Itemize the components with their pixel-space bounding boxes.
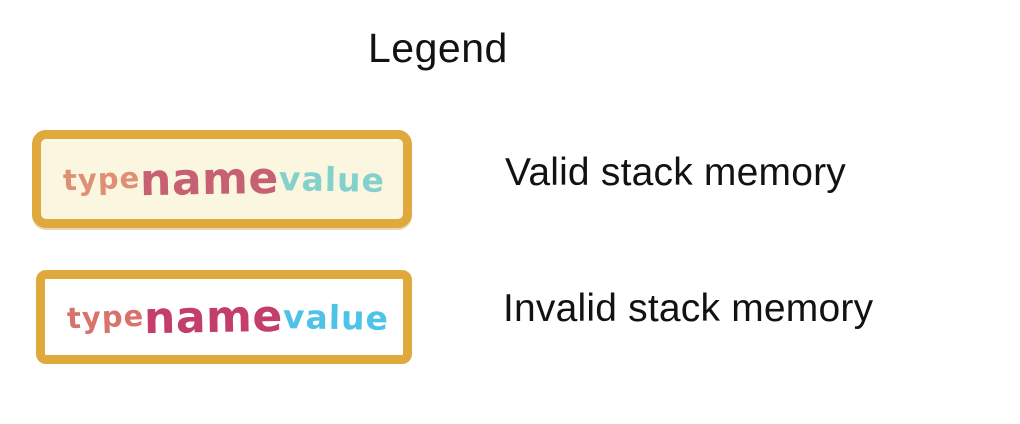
legend-title: Legend (368, 25, 508, 71)
invalid-stack-memory-label: Invalid stack memory (503, 287, 874, 330)
invalid-type-word: type (66, 298, 145, 336)
valid-memory-swatch: type name value (32, 130, 412, 228)
valid-value-word: value (278, 158, 386, 200)
invalid-value-word: value (282, 296, 390, 338)
valid-name-word: name (139, 152, 280, 206)
valid-type-word: type (62, 160, 141, 198)
valid-stack-memory-label: Valid stack memory (505, 151, 846, 194)
invalid-name-word: name (143, 290, 284, 344)
invalid-memory-swatch: type name value (36, 270, 412, 364)
